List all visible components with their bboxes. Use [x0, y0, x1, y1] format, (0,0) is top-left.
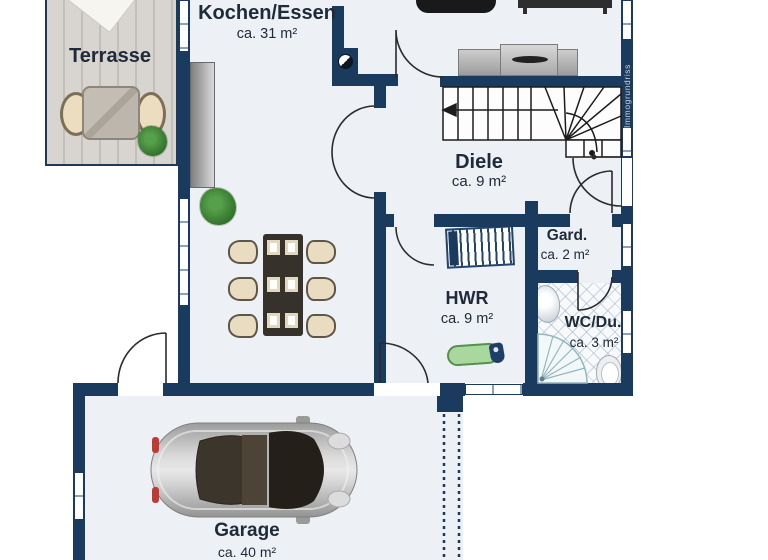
- wall-segment: [440, 383, 465, 396]
- wall-segment: [440, 76, 621, 87]
- wall-segment: [525, 214, 538, 383]
- room-label-terrasse: Terrasse: [69, 45, 151, 67]
- wall-segment: [73, 383, 118, 396]
- door-garage-exterior: [117, 332, 167, 384]
- window: [179, 0, 189, 52]
- room-area-wc-du: ca. 3 m²: [569, 335, 619, 350]
- room-label-diele: Diele: [455, 151, 503, 173]
- wall-segment: [434, 214, 525, 227]
- wall-segment: [386, 214, 394, 227]
- wall-segment: [374, 86, 386, 108]
- drying-rack: [444, 225, 516, 269]
- room-label-wc-du: WC/Du.: [564, 314, 622, 331]
- wall-segment: [178, 0, 190, 383]
- room-label-gard: Gard.: [546, 227, 588, 244]
- room-area-diele: ca. 9 m²: [451, 173, 507, 190]
- desk-leg: [523, 8, 527, 14]
- plate: [267, 240, 280, 255]
- window: [465, 384, 523, 395]
- dining-chair: [228, 314, 258, 338]
- wall-segment: [612, 214, 621, 227]
- desk-leg: [603, 8, 607, 14]
- wall-segment: [538, 270, 578, 283]
- dining-chair: [306, 314, 336, 338]
- dining-chair: [228, 240, 258, 264]
- room-label-hwr: HWR: [445, 288, 489, 308]
- window: [179, 198, 189, 306]
- sideboard-handle: [512, 56, 548, 63]
- office-chair-icon: [416, 0, 496, 13]
- window: [622, 223, 632, 267]
- desk-icon: [518, 0, 612, 8]
- plate: [267, 277, 280, 292]
- terrace-plant-icon: [138, 126, 167, 156]
- wall-segment: [437, 396, 463, 412]
- wall-segment: [523, 383, 633, 396]
- room-area-gard: ca. 2 m²: [540, 247, 590, 262]
- plate: [285, 240, 298, 255]
- wall-segment: [538, 214, 570, 227]
- room-area-hwr: ca. 9 m²: [440, 311, 494, 327]
- window: [622, 127, 632, 157]
- watermark-text: Immogrundriss: [621, 63, 632, 128]
- dining-chair: [306, 277, 336, 301]
- room-label-garage: Garage: [214, 520, 280, 541]
- wall-segment: [374, 192, 386, 383]
- window: [74, 472, 84, 520]
- car-icon: [150, 416, 358, 524]
- plate: [285, 313, 298, 328]
- wall-segment: [525, 201, 538, 214]
- window: [622, 310, 632, 354]
- dining-chair: [306, 240, 336, 264]
- kitchen-plant-icon: [200, 188, 236, 225]
- plate: [285, 277, 298, 292]
- dining-chair: [228, 277, 258, 301]
- wall-segment: [163, 383, 374, 396]
- window: [622, 0, 632, 40]
- column-marker-icon: [338, 54, 353, 69]
- door-opening: [622, 158, 632, 206]
- plate: [267, 313, 280, 328]
- room-area-kochen-essen: ca. 31 m²: [236, 26, 298, 42]
- terrace-table: [82, 86, 140, 140]
- room-area-garage: ca. 40 m²: [217, 544, 277, 560]
- wall-segment: [612, 270, 621, 283]
- wall-segment: [332, 74, 398, 86]
- room-label-kochen-essen: Kochen/Essen: [198, 2, 336, 24]
- kitchen-counter: [190, 62, 215, 188]
